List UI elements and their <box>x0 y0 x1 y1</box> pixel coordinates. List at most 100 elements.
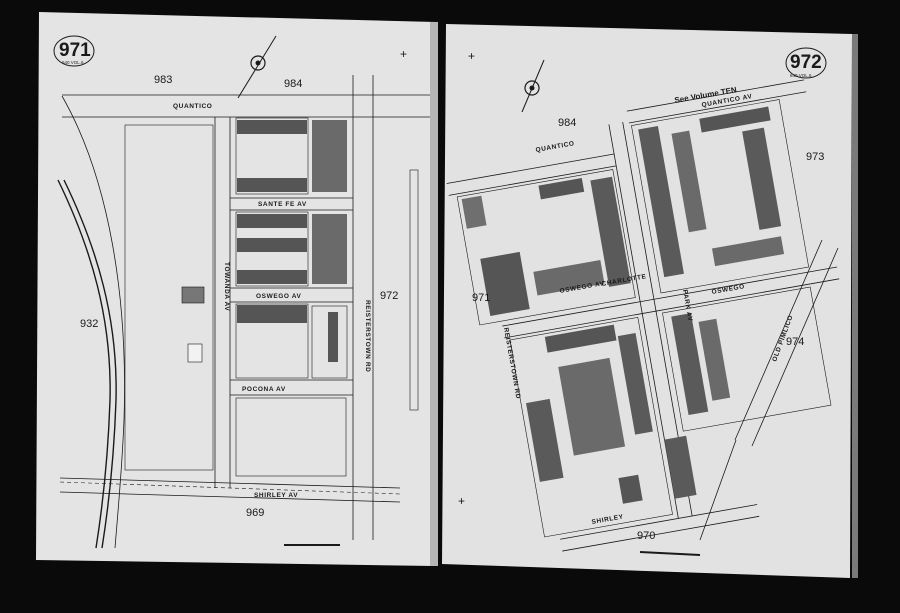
street-label-quantico: QUANTICO <box>173 103 212 110</box>
large-building <box>480 251 530 316</box>
plate-number: 971 <box>472 292 490 304</box>
row-houses <box>533 260 605 296</box>
quantico-edge <box>448 165 617 196</box>
row-houses <box>237 178 307 192</box>
scale-bar-right <box>639 551 701 556</box>
block-nw-outline <box>456 169 636 326</box>
street-label-reisterstown: REISTERSTOWN RD <box>364 300 371 372</box>
oswego-edge <box>502 266 838 327</box>
small-building <box>181 286 205 304</box>
right-page-edge <box>852 34 858 578</box>
row-houses <box>698 318 731 401</box>
southern-lot <box>235 397 347 477</box>
street-label-sante-fe: SANTE FE AV <box>258 201 307 208</box>
north-arrow-center <box>529 85 535 91</box>
street-label-oswego: OSWEGO AV <box>256 293 302 300</box>
old-pimlico-edge <box>734 239 823 441</box>
quantico-av-edge <box>626 79 805 112</box>
row-houses <box>742 127 782 230</box>
row-houses <box>237 270 307 284</box>
oswego-edge <box>504 278 840 339</box>
rowhouse-block-south <box>235 303 348 379</box>
block-south-outline <box>235 303 309 379</box>
railroad-track <box>57 179 111 549</box>
right-page: 972 640 VOL.6 + + See Volume TEN <box>442 24 858 578</box>
row-houses <box>544 324 617 353</box>
row-houses <box>237 238 307 252</box>
plate-number: 973 <box>806 151 824 163</box>
block-north-outline <box>235 117 309 195</box>
small-outbuilding <box>187 343 203 363</box>
street-label-shirley: SHIRLEY AV <box>254 492 298 499</box>
rowhouse-block-north <box>235 117 347 195</box>
street-label-towanda: TOWANDA AV <box>223 262 230 311</box>
block-middle-outline <box>235 211 309 287</box>
volume-right: 640 VOL.6 <box>790 73 812 78</box>
sheet-number-right: 972 <box>790 52 822 73</box>
north-arrow-rose <box>524 80 540 96</box>
quantico-edge <box>446 153 615 184</box>
row-houses <box>617 333 653 435</box>
plate-number: 969 <box>246 507 264 519</box>
property-dashed-line <box>59 481 401 495</box>
property-curve <box>61 95 125 549</box>
old-pimlico-south-edge <box>699 439 737 541</box>
row-houses-east <box>312 214 347 284</box>
row-houses <box>699 106 771 133</box>
block-south-east-lot <box>311 305 348 379</box>
registration-mark: + <box>458 494 465 508</box>
right-street-grid <box>446 79 840 552</box>
plate-number: 983 <box>154 74 172 86</box>
shirley-south-edge <box>59 491 401 503</box>
sheet-number-badge-left <box>53 35 95 67</box>
row-houses <box>526 398 564 482</box>
volume-left: 640 VOL.6 <box>62 60 84 65</box>
block-se-outline <box>662 286 832 432</box>
block-ne-outline <box>631 99 810 294</box>
plate-number: 974 <box>786 336 804 348</box>
north-arrow-left <box>237 35 277 99</box>
row-houses <box>237 305 307 323</box>
registration-mark: + <box>400 47 407 61</box>
row-houses <box>590 176 631 287</box>
quantico-av-edge <box>628 91 807 124</box>
shirley-edge <box>562 515 760 552</box>
sheet-number-left: 971 <box>59 40 91 61</box>
registration-mark: + <box>468 49 475 63</box>
street-label-pocona: POCONA AV <box>242 386 286 393</box>
plate-number: 984 <box>284 78 302 90</box>
row-houses <box>671 130 707 233</box>
north-arrow-rose <box>250 55 266 71</box>
plate-number: 984 <box>558 117 576 129</box>
shirley-edge <box>560 504 758 540</box>
sheet-number-badge-right <box>785 47 827 79</box>
row-houses <box>237 120 307 134</box>
plate-number: 972 <box>380 290 398 302</box>
row-houses <box>237 214 307 228</box>
plate-number: 932 <box>80 318 98 330</box>
block-sw-outline <box>509 317 673 538</box>
large-western-lot <box>124 124 214 471</box>
row-houses <box>711 236 785 267</box>
north-arrow-center <box>255 60 261 66</box>
row-houses-east <box>312 120 347 192</box>
north-arrow-right <box>521 59 545 113</box>
scale-bar <box>639 551 701 556</box>
old-pimlico-edge <box>751 247 839 447</box>
row-houses <box>671 313 709 416</box>
reisterstown-east-strip <box>409 169 419 411</box>
rowhouse-block-middle <box>235 211 347 287</box>
row-houses <box>638 125 684 278</box>
plate-number: 970 <box>637 530 655 542</box>
left-page: 971 640 VOL.6 + <box>36 12 438 566</box>
small-building <box>618 474 643 504</box>
shirley-north-edge <box>59 477 401 489</box>
north-arrow-shaft <box>237 35 277 99</box>
row-houses <box>538 177 585 200</box>
large-building <box>558 357 626 456</box>
row-houses <box>664 435 697 499</box>
long-building <box>328 312 338 362</box>
left-page-gutter <box>430 22 438 566</box>
